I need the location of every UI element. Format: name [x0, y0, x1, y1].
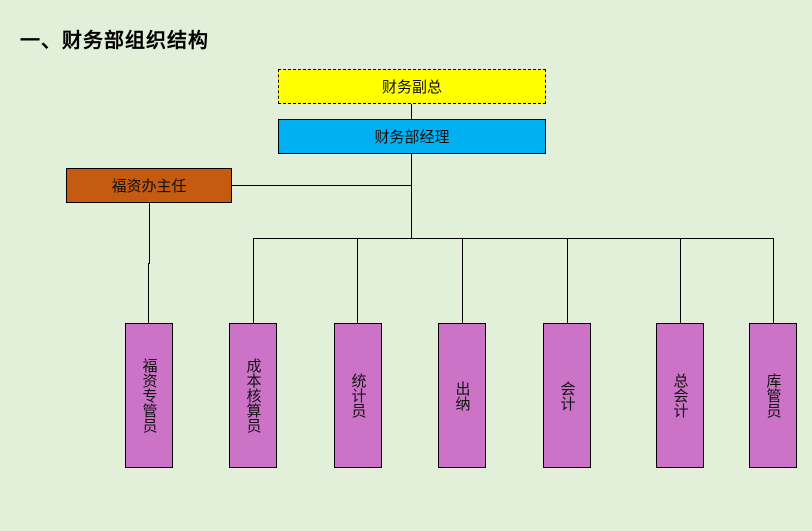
node-staff: 库管员 — [749, 323, 797, 468]
node-label: 财务副总 — [381, 78, 442, 96]
node-label: 成本核算员 — [244, 358, 263, 433]
connector-welfare-staff-lower — [148, 263, 149, 323]
node-label: 库管员 — [764, 373, 783, 418]
node-label: 统计员 — [349, 373, 368, 418]
node-staff: 成本核算员 — [229, 323, 277, 468]
connector-staff-4 — [680, 238, 681, 323]
connector-welfare-director — [232, 185, 411, 186]
connector-staff-1 — [357, 238, 358, 323]
node-staff: 会计 — [543, 323, 591, 468]
connector-manager-trunk — [411, 154, 412, 238]
node-manager: 财务部经理 — [278, 119, 546, 154]
connector-staff-0 — [253, 238, 254, 323]
node-label: 会计 — [558, 380, 577, 411]
connector-staff-bus — [253, 238, 774, 239]
node-staff: 出纳 — [438, 323, 486, 468]
node-staff: 总会计 — [656, 323, 704, 468]
node-staff: 统计员 — [334, 323, 382, 468]
connector-staff-5 — [773, 238, 774, 323]
node-label: 福资办主任 — [111, 177, 187, 195]
node-welfare-staff: 福资专管员 — [125, 323, 173, 468]
page-title: 一、财务部组织结构 — [20, 28, 209, 52]
node-label: 福资专管员 — [140, 358, 159, 433]
connector-staff-2 — [462, 238, 463, 323]
node-label: 财务部经理 — [374, 128, 450, 146]
connector-vp-manager — [411, 104, 412, 119]
connector-staff-3 — [567, 238, 568, 323]
connector-welfare-staff-upper — [149, 203, 150, 264]
node-label: 出纳 — [453, 380, 472, 411]
node-welfare-director: 福资办主任 — [66, 168, 232, 203]
node-vice-president: 财务副总 — [278, 69, 546, 104]
node-label: 总会计 — [671, 373, 690, 418]
